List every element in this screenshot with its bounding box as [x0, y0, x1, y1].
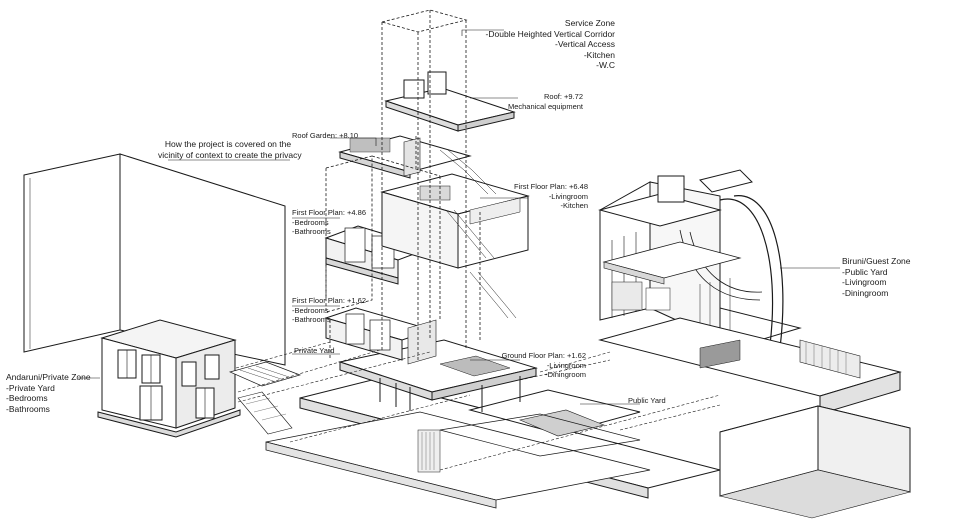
- floor-486-item: -Bathrooms: [292, 227, 331, 236]
- floor-162-item: -Bedrooms: [292, 305, 329, 315]
- biruni-title: Biruni/Guest Zone: [842, 256, 911, 266]
- floor-486-item: -Bedrooms: [292, 217, 329, 227]
- service-zone-item: -Kitchen: [583, 49, 615, 60]
- floor-648-item: -Livingroom: [548, 191, 588, 201]
- label-first-floor-162: First Floor Plan: +1.62 -Bedrooms -Bathr…: [292, 296, 366, 325]
- floor-648: [380, 173, 530, 269]
- context-wall-left: [23, 153, 286, 366]
- floor-648-item: -Kitchen: [560, 201, 588, 210]
- label-context-note: How the project is covered on the vicini…: [158, 139, 302, 160]
- public-yard-title: Public Yard: [628, 396, 666, 405]
- label-biruni: Biruni/Guest Zone -Public Yard -Livingro…: [842, 256, 911, 298]
- floor-648-title: First Floor Plan: +6.48: [514, 182, 588, 191]
- biruni-item: -Public Yard: [842, 266, 888, 277]
- ground-floor-item: -Livingroom: [546, 360, 586, 370]
- label-first-floor-486: First Floor Plan: +4.86 -Bedrooms -Bathr…: [292, 208, 366, 237]
- service-tower: [325, 9, 481, 362]
- service-zone-item: -W.C: [596, 60, 615, 70]
- roof-garden-title: Roof Garden: +8.10: [292, 131, 359, 140]
- andaruni-item: -Private Yard: [6, 382, 55, 393]
- context-note-line: How the project is covered on the: [164, 139, 292, 149]
- andaruni-item: -Bathrooms: [6, 403, 50, 414]
- public-yard: [439, 389, 641, 457]
- label-roof-garden: Roof Garden: +8.10: [292, 131, 358, 141]
- biruni-item: -Livingroom: [842, 277, 887, 287]
- roof-garden: [338, 135, 472, 179]
- label-private-yard: Private Yard: [294, 346, 335, 356]
- floor-162-item: -Bathrooms: [292, 315, 331, 324]
- service-zone-item: -Vertical Access: [555, 39, 615, 49]
- label-service-zone: Service Zone -Double Heighted Vertical C…: [480, 18, 615, 71]
- private-yard-steps: [228, 361, 302, 435]
- biruni-item: -Diningroom: [842, 287, 889, 298]
- floor-486-title: First Floor Plan: +4.86: [292, 208, 366, 217]
- label-first-floor-648: First Floor Plan: +6.48 -Livingroom -Kit…: [500, 182, 588, 211]
- context-wall-right: [719, 405, 911, 519]
- biruni-house: [598, 169, 802, 353]
- andaruni-title: Andaruni/Private Zone: [6, 372, 91, 382]
- ground-floor-title: Ground Floor Plan: +1.62: [501, 351, 586, 360]
- floor-162-title: First Floor Plan: +1.62: [292, 296, 366, 305]
- label-ground-floor: Ground Floor Plan: +1.62 -Livingroom -Di…: [496, 351, 586, 380]
- label-public-yard: Public Yard: [628, 396, 666, 406]
- ground-slabs: [265, 379, 721, 509]
- private-yard-title: Private Yard: [294, 346, 335, 355]
- context-note-line: vicinity of context to create the privac…: [158, 149, 302, 160]
- right-terraces: [598, 317, 902, 415]
- andaruni-item: -Bedrooms: [6, 393, 48, 403]
- staircase: [439, 149, 517, 319]
- andaruni-house: [97, 319, 241, 438]
- floor-486: [324, 225, 432, 285]
- leader-lines: [78, 29, 840, 405]
- label-roof: Roof: +9.72 Mechanical equipment: [488, 92, 583, 111]
- projection-lines: [235, 341, 721, 471]
- floor-162: [324, 307, 437, 365]
- roof-title: Roof: +9.72: [544, 92, 583, 101]
- roof-item: Mechanical equipment: [507, 101, 583, 111]
- service-zone-item: -Double Heighted Vertical Corridor: [485, 28, 615, 39]
- label-andaruni: Andaruni/Private Zone -Private Yard -Bed…: [6, 372, 91, 414]
- ground-floor-item: -Diningroom: [545, 370, 586, 379]
- service-zone-title: Service Zone: [564, 18, 615, 28]
